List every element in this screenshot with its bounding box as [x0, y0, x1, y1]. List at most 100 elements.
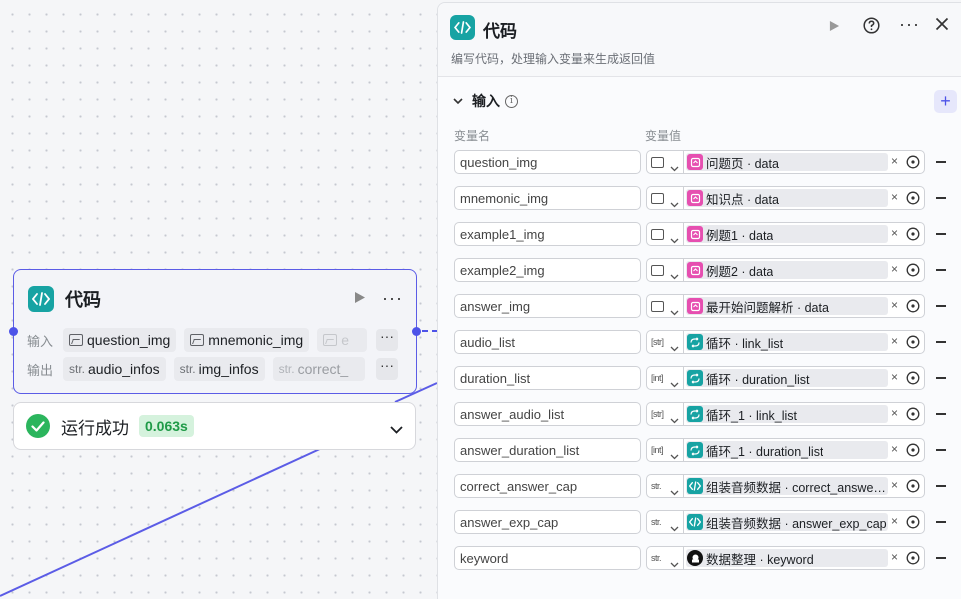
type-select[interactable]: [int]: [646, 366, 684, 390]
variable-value-field[interactable]: 循环 · link_list×: [683, 330, 925, 354]
type-select[interactable]: str.: [646, 546, 684, 570]
clear-icon[interactable]: ×: [891, 226, 899, 240]
type-select[interactable]: [str]: [646, 330, 684, 354]
variable-value-field[interactable]: 例题1 · data×: [683, 222, 925, 246]
chevron-down-icon[interactable]: [390, 421, 403, 439]
type-select[interactable]: str.: [646, 510, 684, 534]
variable-name-input[interactable]: answer_exp_cap: [454, 510, 641, 534]
target-icon[interactable]: [906, 263, 920, 282]
remove-variable-icon[interactable]: [936, 449, 946, 451]
target-icon[interactable]: [906, 479, 920, 498]
type-select[interactable]: str.: [646, 474, 684, 498]
clear-icon[interactable]: ×: [891, 442, 899, 456]
variable-name-input[interactable]: answer_duration_list: [454, 438, 641, 462]
image-type-icon: [651, 192, 664, 204]
image-node-icon: [687, 226, 703, 242]
remove-variable-icon[interactable]: [936, 413, 946, 415]
variable-name-input[interactable]: correct_answer_cap: [454, 474, 641, 498]
target-icon[interactable]: [906, 335, 920, 354]
variable-name-input[interactable]: example2_img: [454, 258, 641, 282]
remove-variable-icon[interactable]: [936, 305, 946, 307]
clear-icon[interactable]: ×: [891, 478, 899, 492]
add-variable-button[interactable]: +: [934, 90, 957, 113]
chevron-down-icon[interactable]: [453, 92, 463, 110]
input-port[interactable]: [9, 327, 18, 336]
clear-icon[interactable]: ×: [891, 406, 899, 420]
clear-icon[interactable]: ×: [891, 190, 899, 204]
target-icon[interactable]: [906, 155, 920, 174]
remove-variable-icon[interactable]: [936, 485, 946, 487]
code-node[interactable]: 代码 ··· 输入 question_img mnemonic_img e ··…: [9, 269, 421, 394]
help-icon[interactable]: [863, 17, 880, 39]
remove-variable-icon[interactable]: [936, 269, 946, 271]
string-type-icon: str.: [278, 362, 295, 376]
type-select[interactable]: [646, 222, 684, 246]
type-select[interactable]: [646, 186, 684, 210]
type-select[interactable]: [str]: [646, 402, 684, 426]
variable-value-field[interactable]: 最开始问题解析 · data×: [683, 294, 925, 318]
remove-variable-icon[interactable]: [936, 197, 946, 199]
variable-name-input[interactable]: question_img: [454, 150, 641, 174]
variable-name-input[interactable]: keyword: [454, 546, 641, 570]
target-icon[interactable]: [906, 515, 920, 534]
type-select[interactable]: [646, 258, 684, 282]
remove-variable-icon[interactable]: [936, 233, 946, 235]
variable-value-field[interactable]: 组装音频数据 · correct_answer…×: [683, 474, 925, 498]
variable-value-field[interactable]: 知识点 · data×: [683, 186, 925, 210]
target-icon[interactable]: [906, 191, 920, 210]
target-icon[interactable]: [906, 371, 920, 390]
clear-icon[interactable]: ×: [891, 154, 899, 168]
input-section-header[interactable]: 输入 i: [453, 91, 518, 111]
remove-variable-icon[interactable]: [936, 161, 946, 163]
input-more-button[interactable]: ···: [376, 329, 398, 351]
clear-icon[interactable]: ×: [891, 262, 899, 276]
type-label: [str]: [651, 409, 664, 419]
output-tag: str.audio_infos: [63, 357, 166, 381]
variable-name-input[interactable]: example1_img: [454, 222, 641, 246]
string-type-icon: str.: [69, 362, 86, 376]
variable-value-field[interactable]: 组装音频数据 · answer_exp_cap×: [683, 510, 925, 534]
remove-variable-icon[interactable]: [936, 377, 946, 379]
remove-variable-icon[interactable]: [936, 557, 946, 559]
target-icon[interactable]: [906, 407, 920, 426]
variable-name-input[interactable]: audio_list: [454, 330, 641, 354]
variable-name-input[interactable]: answer_img: [454, 294, 641, 318]
variable-value-field[interactable]: 问题页 · data×: [683, 150, 925, 174]
clear-icon[interactable]: ×: [891, 550, 899, 564]
info-icon[interactable]: i: [505, 94, 518, 108]
more-icon[interactable]: ···: [899, 14, 920, 34]
output-tag: str.img_infos: [173, 357, 265, 381]
variable-value-field[interactable]: 例题2 · data×: [683, 258, 925, 282]
output-port[interactable]: [412, 327, 421, 336]
target-icon[interactable]: [906, 443, 920, 462]
clear-icon[interactable]: ×: [891, 298, 899, 312]
type-select[interactable]: [646, 294, 684, 318]
target-icon[interactable]: [906, 551, 920, 570]
target-icon[interactable]: [906, 227, 920, 246]
variable-name-input[interactable]: duration_list: [454, 366, 641, 390]
remove-variable-icon[interactable]: [936, 521, 946, 523]
variable-value-field[interactable]: 循环 · duration_list×: [683, 366, 925, 390]
run-icon[interactable]: [354, 291, 366, 309]
variable-name-input[interactable]: answer_audio_list: [454, 402, 641, 426]
run-status-bar[interactable]: 运行成功 0.063s: [13, 402, 416, 450]
run-icon[interactable]: [829, 19, 840, 37]
remove-variable-icon[interactable]: [936, 341, 946, 343]
panel-description: 编写代码，处理输入变量来生成返回值: [451, 52, 656, 66]
node-more-icon[interactable]: ···: [382, 288, 403, 308]
clear-icon[interactable]: ×: [891, 370, 899, 384]
variable-value-field[interactable]: 循环_1 · duration_list ×: [683, 438, 925, 462]
type-select[interactable]: [646, 150, 684, 174]
reference-text: 循环_1 · duration_list: [706, 444, 824, 459]
variable-value-field[interactable]: 循环_1 · link_list×: [683, 402, 925, 426]
clear-icon[interactable]: ×: [891, 514, 899, 528]
clear-icon[interactable]: ×: [891, 334, 899, 348]
target-icon[interactable]: [906, 299, 920, 318]
output-more-button[interactable]: ···: [376, 358, 398, 380]
variable-name-input[interactable]: mnemonic_img: [454, 186, 641, 210]
type-select[interactable]: [int]: [646, 438, 684, 462]
variable-value-field[interactable]: 数据整理 · keyword×: [683, 546, 925, 570]
reference-chip: 循环_1 · link_list: [686, 405, 888, 423]
close-icon[interactable]: [935, 17, 949, 36]
